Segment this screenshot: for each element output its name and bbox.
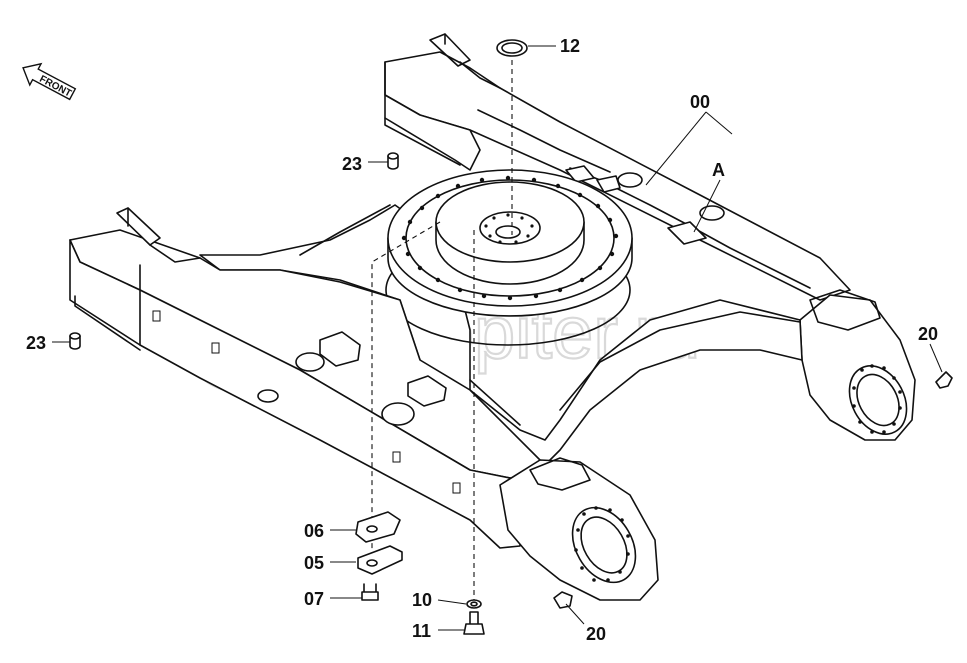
leader-lines	[52, 45, 943, 631]
part-23-upper-plug	[387, 152, 399, 170]
part-06-plate	[355, 511, 401, 543]
callout-07: 07	[304, 589, 324, 609]
callout-20-bottom: 20	[586, 624, 606, 644]
part-23-lower-plug	[69, 332, 81, 350]
callout-20-right: 20	[918, 324, 938, 344]
front-arrow-icon: FRONT	[22, 62, 77, 101]
front-idler-end	[499, 457, 659, 601]
part-05-plate	[357, 545, 403, 575]
part-07-bolt	[361, 583, 379, 601]
part-11-bolt	[463, 611, 485, 635]
callout-12: 12	[560, 36, 580, 56]
callout-11: 11	[412, 621, 431, 641]
front-side-frame	[69, 207, 541, 549]
callout-06: 06	[304, 521, 324, 541]
callout-05: 05	[304, 553, 324, 573]
callout-a: A	[712, 160, 725, 180]
part-20-right-cap	[935, 371, 953, 389]
right-idler-end	[799, 289, 916, 441]
part-10-washer	[466, 599, 482, 609]
callouts: 00 A 12 23 23 20 20 06 05 07 10 11	[26, 36, 938, 644]
callout-23-upper: 23	[342, 154, 362, 174]
callout-23-lower: 23	[26, 333, 46, 353]
rear-side-frame	[384, 33, 851, 301]
callout-00: 00	[690, 92, 710, 112]
swing-bearing-mount	[385, 169, 633, 346]
part-20-bottom-cap	[553, 591, 573, 609]
callout-10: 10	[412, 590, 432, 610]
part-12-seal-ring	[496, 39, 528, 57]
assembly-lines	[371, 60, 513, 600]
